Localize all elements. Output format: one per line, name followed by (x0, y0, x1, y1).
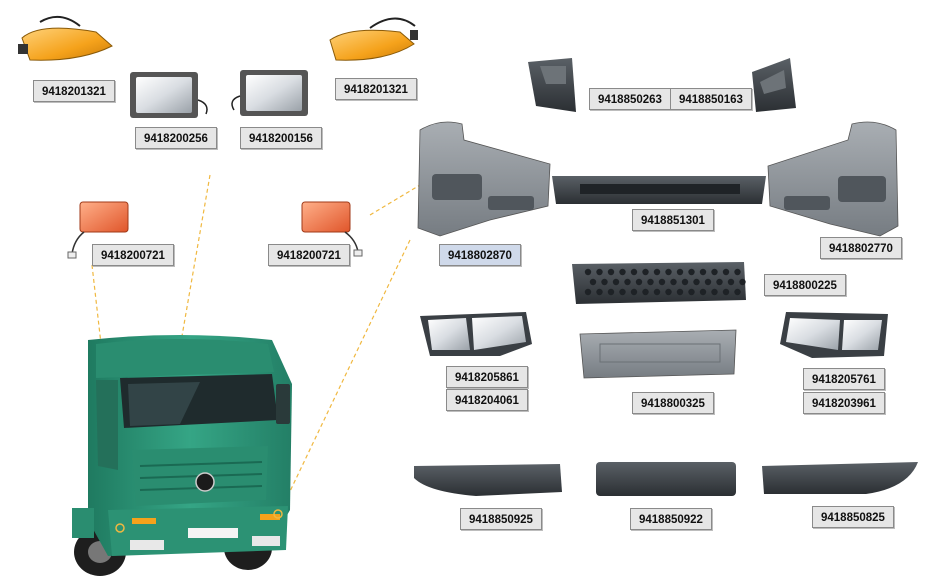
part-label-bumper-center-bar: 9418851301 (632, 209, 714, 231)
step-panel-dimple (658, 278, 666, 286)
part-label-corner-bracket-left: 9418850263 (589, 88, 671, 110)
step-panel-dimple (699, 288, 707, 296)
step-panel-dimple (716, 278, 723, 286)
step-panel-dimple (653, 288, 661, 296)
side-marker-left-image (67, 201, 129, 259)
step-panel-dimple (670, 278, 677, 286)
bumper-end-right-image (767, 121, 899, 237)
step-panel-dimple (630, 268, 638, 276)
step-panel-dimple (688, 268, 695, 276)
headlamp-right-image (780, 312, 888, 358)
step-panel-dimple (630, 288, 638, 296)
step-panel-dimple (635, 278, 643, 286)
step-panel-dimple (584, 268, 592, 276)
spoiler-right-image (762, 462, 918, 494)
step-panel-dimple (607, 268, 615, 276)
part-label-headlamp-right-a: 9418205761 (803, 368, 885, 390)
step-panel-dimple (624, 278, 631, 286)
license-plate-panel-image (579, 329, 737, 379)
part-label-headlamp-right-b: 9418203961 (803, 392, 885, 414)
step-panel-dimple (589, 278, 597, 286)
step-panel-dimple (596, 268, 603, 276)
headlamp-left-image (420, 312, 532, 356)
part-label-license-plate-panel: 9418800325 (632, 392, 714, 414)
step-panel-dimple (653, 268, 661, 276)
step-panel-dimple (727, 278, 735, 286)
step-panel-texture (584, 268, 746, 296)
part-label-bumper-end-left: 9418802870 (439, 244, 521, 266)
part-label-headlamp-left-a: 9418205861 (446, 366, 528, 388)
corner-bracket-left-image (528, 58, 576, 112)
step-panel-dimple (734, 288, 741, 296)
part-label-side-marker-right: 9418200721 (268, 244, 350, 266)
bumper-center-bar-image (552, 176, 766, 204)
truck-image (72, 335, 292, 576)
step-panel-dimple (734, 268, 741, 276)
step-panel-dimple (619, 268, 626, 276)
step-panel-dimple (665, 268, 672, 276)
step-panel-dimple (612, 278, 620, 286)
part-label-bumper-end-right: 9418802770 (820, 237, 902, 259)
step-panel-dimple (584, 288, 592, 296)
step-panel-dimple (722, 268, 730, 276)
bumper-end-left-image (417, 121, 551, 237)
step-panel-dimple (704, 278, 712, 286)
step-panel-dimple (711, 268, 718, 276)
part-label-turn-signal-left: 9418201321 (33, 80, 115, 102)
step-panel-dimple (642, 288, 649, 296)
part-label-step-panel: 9418800225 (764, 274, 846, 296)
step-panel-dimple (642, 268, 649, 276)
step-panel-dimple (688, 288, 695, 296)
step-panel-dimple (601, 278, 608, 286)
spoiler-center-image (596, 462, 736, 496)
step-panel-dimple (647, 278, 654, 286)
part-label-spoiler-left: 9418850925 (460, 508, 542, 530)
step-panel-dimple (665, 288, 672, 296)
turn-signal-left-image (18, 15, 113, 61)
step-panel-dimple (722, 288, 730, 296)
step-panel-dimple (681, 278, 689, 286)
fog-lamp-right-image (231, 70, 308, 116)
step-panel-dimple (711, 288, 718, 296)
spoiler-left-image (414, 464, 562, 496)
fog-lamp-left-image (130, 72, 208, 118)
step-panel-dimple (596, 288, 603, 296)
part-label-turn-signal-right: 9418201321 (335, 78, 417, 100)
side-marker-right-image (301, 201, 363, 257)
part-label-spoiler-center: 9418850922 (630, 508, 712, 530)
step-panel-dimple (619, 288, 626, 296)
part-label-fog-lamp-left: 9418200256 (135, 127, 217, 149)
step-panel-dimple (676, 268, 684, 276)
step-panel-dimple (693, 278, 700, 286)
step-panel-dimple (739, 278, 746, 286)
step-panel-dimple (607, 288, 615, 296)
part-label-headlamp-left-b: 9418204061 (446, 389, 528, 411)
part-label-fog-lamp-right: 9418200156 (240, 127, 322, 149)
part-label-corner-bracket-right: 9418850163 (670, 88, 752, 110)
corner-bracket-right-image (752, 58, 796, 112)
step-panel-dimple (699, 268, 707, 276)
part-label-spoiler-right: 9418850825 (812, 506, 894, 528)
part-label-side-marker-left: 9418200721 (92, 244, 174, 266)
turn-signal-right-image (329, 17, 418, 61)
step-panel-dimple (676, 288, 684, 296)
